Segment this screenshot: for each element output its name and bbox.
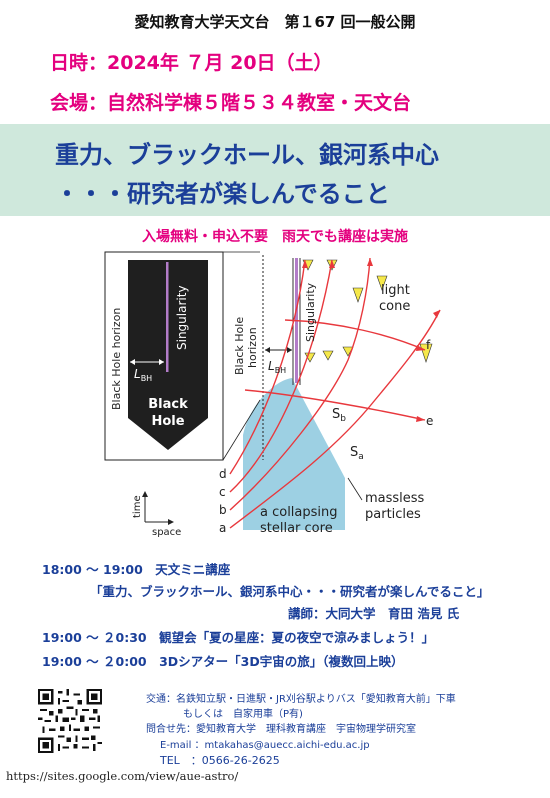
particle-line-c [229, 259, 333, 493]
event-date: 日時：2024年 ７月 20日（土） [50, 52, 333, 74]
inset-lbh-head-left [130, 359, 135, 365]
event-venue: 会場：自然科学棟５階５３４教室・天文台 [50, 92, 412, 114]
massless-label1: massless [365, 491, 425, 506]
black-hole-diagram: Black Hole horizon Singularity LBH light… [104, 251, 441, 538]
light-cones [302, 259, 433, 363]
main-horizon-label2: horizon [246, 327, 259, 368]
core-label1: a collapsing [260, 505, 338, 520]
lecture-title-line1: 重力、ブラックホール、銀河系中心 [55, 141, 439, 169]
inset-lbh-head-right [159, 359, 164, 365]
label-a: a [219, 521, 226, 535]
arrow-head-c [329, 260, 335, 268]
label-sb: Sb [332, 407, 346, 424]
inset-black-label: Black [148, 397, 188, 412]
space-axis-head [168, 519, 174, 525]
space-label: space [152, 527, 181, 538]
observatory-title: 愛知教育大学天文台 第１67 回一般公開 [134, 13, 416, 31]
particle-line-d [229, 259, 306, 475]
inset-singularity-label: Singularity [175, 285, 189, 350]
admission-notice: 入場無料・申込不要 雨天でも講座は実施 [142, 229, 408, 245]
main-singularity-label: Singularity [304, 282, 317, 342]
particle-line-b [229, 257, 371, 511]
inquiry-info: 問合せ先：愛知教育大学 理科教育講座 宇宙物理学研究室 [146, 724, 416, 735]
schedule-observation: 19:00 ～ ２0:30 観望会「夏の星座：夏の夜空で涼みましょう！」 [42, 630, 435, 645]
schedule-3d-theater: 19:00 ～ ２0:00 3Dシアター「3D宇宙の旅」（複数回上映） [42, 654, 404, 669]
core-label2: stellar core [260, 521, 333, 536]
inset-singularity-bar [166, 262, 169, 372]
phone-info[interactable]: TEL ：0566-26-2625 [160, 754, 280, 767]
qr-code[interactable] [38, 689, 102, 753]
lecture-title-line2: ・・・研究者が楽しんでること [55, 180, 390, 208]
schedule-lecture-time: 18:00 ～ 19:00 天文ミニ講座 [42, 562, 231, 577]
lecture-title-banner: 重力、ブラックホール、銀河系中心 ・・・研究者が楽しんでること [0, 124, 550, 216]
inset-lbh-label: LBH [134, 367, 152, 383]
lbh-arrow-head-right [287, 347, 292, 353]
particle-line-a [229, 309, 441, 529]
website-link[interactable]: https://sites.google.com/view/aue-astro/ [6, 769, 239, 783]
time-label: time [132, 495, 143, 518]
particle-line-e [244, 389, 426, 421]
light-cone-label1: light [381, 283, 410, 298]
arrow-head-f [416, 345, 425, 351]
label-e: e [426, 414, 433, 428]
main-lbh-label: LBH [268, 359, 286, 375]
inset-hole-label: Hole [151, 414, 184, 429]
label-b: b [219, 503, 227, 517]
lbh-arrow-head-left [265, 347, 270, 353]
light-cone-label2: cone [379, 299, 410, 314]
arrow-head-a [433, 310, 440, 318]
schedule-lecturer: 講師：大同大学 育田 浩見 氏 [288, 606, 460, 621]
zoom-line-bottom [222, 399, 261, 461]
access-car-info: もしくは 自家用車（P有) [183, 709, 303, 720]
label-sa: Sa [350, 445, 364, 462]
arrow-head-d [302, 260, 308, 268]
schedule-lecture-title: 「重力、ブラックホール、銀河系中心・・・研究者が楽しんでること」 [90, 584, 490, 599]
main-horizon-label1: Black Hole [233, 317, 246, 375]
label-c: c [219, 485, 226, 499]
label-f: f [426, 338, 431, 352]
label-d: d [219, 467, 227, 481]
email-info[interactable]: E-mail ：mtakahas@auecc.aichi-edu.ac.jp [160, 740, 370, 751]
arrow-head-b [367, 258, 373, 266]
massless-label2: particles [365, 507, 421, 522]
arrow-head-e [416, 416, 425, 422]
access-info: 交通：名鉄知立駅・日進駅・JR刈谷駅よりバス「愛知教育大前」下車 [146, 694, 456, 705]
time-axis-head [142, 491, 148, 497]
stellar-core-shape [243, 378, 345, 530]
particle-line-f [284, 319, 426, 351]
massless-pointer [347, 477, 363, 501]
inset-horizon-label: Black Hole horizon [110, 308, 123, 410]
